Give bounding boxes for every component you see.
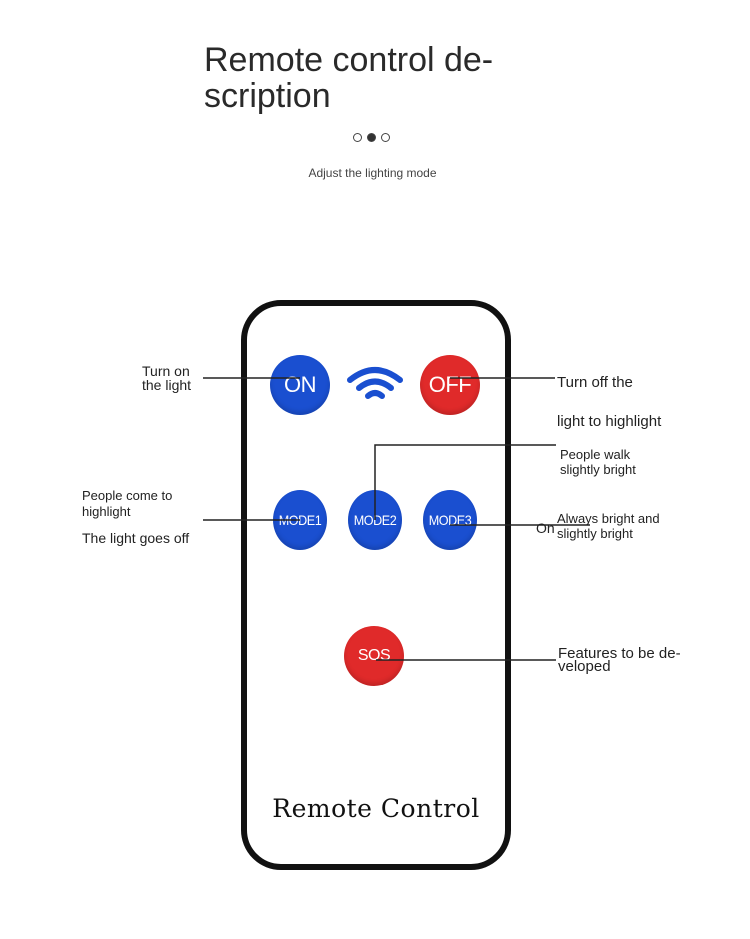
- page-title: Remote control de-scription: [204, 41, 494, 115]
- off-annotation-line1: Turn off the: [557, 374, 633, 391]
- mode3-annotation-line1: Always bright and: [557, 511, 660, 526]
- mode3-annotation-line2: slightly bright: [557, 526, 633, 541]
- sos-button[interactable]: SOS: [344, 626, 404, 686]
- on-button[interactable]: ON: [270, 355, 330, 415]
- remote-brand-label: Remote Control: [272, 794, 480, 823]
- mode2-annotation-line2: slightly bright: [560, 462, 636, 477]
- sos-annotation-line1: Features to be de-: [558, 645, 681, 662]
- carousel-dot[interactable]: [353, 133, 362, 142]
- off-button[interactable]: OFF: [420, 355, 480, 415]
- carousel-dot[interactable]: [381, 133, 390, 142]
- mode1-annotation-line3: The light goes off: [82, 530, 190, 546]
- on-annotation: Turn on the light: [142, 363, 192, 393]
- page-subtitle: Adjust the lighting mode: [308, 166, 437, 180]
- sos-annotation-line2: veloped: [558, 658, 611, 675]
- mode3-overlap-annotation: On: [536, 520, 555, 536]
- mode2-annotation-line1: People walk: [560, 447, 631, 462]
- wifi-signal-icon: [347, 367, 403, 399]
- mode2-button[interactable]: MODE2: [348, 490, 402, 550]
- mode3-button[interactable]: MODE3: [423, 490, 477, 550]
- carousel-indicator: [353, 133, 390, 142]
- carousel-dot-active[interactable]: [367, 133, 376, 142]
- mode1-button[interactable]: MODE1: [273, 490, 327, 550]
- off-annotation-line2: light to highlight: [557, 413, 662, 430]
- mode1-annotation-line2: highlight: [82, 504, 131, 519]
- mode1-annotation-line1: People come to: [82, 488, 173, 503]
